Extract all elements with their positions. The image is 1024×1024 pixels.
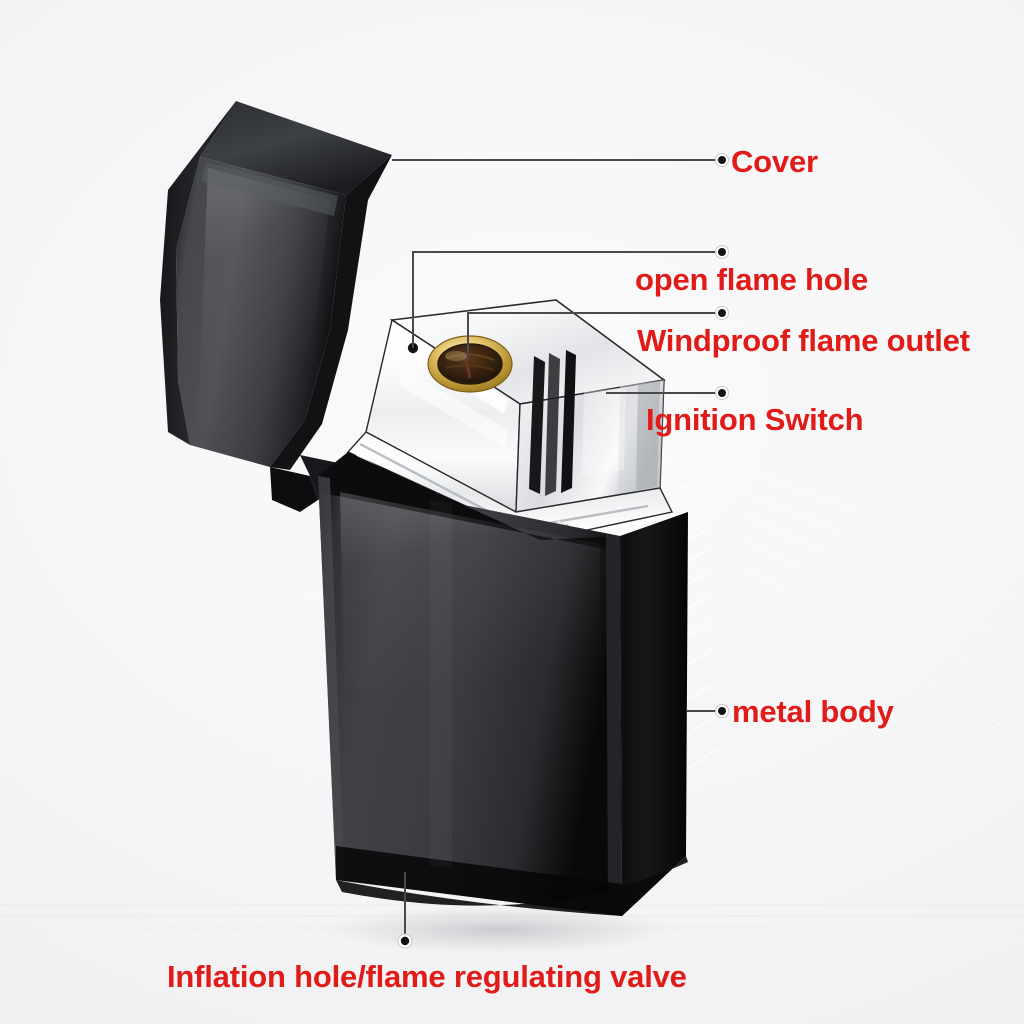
callout-label-open-flame-hole: open flame hole xyxy=(635,262,868,297)
callout-label-inflation-hole: Inflation hole/flame regulating valve xyxy=(167,959,687,994)
callout-label-cover: Cover xyxy=(731,144,818,179)
callout-label-ignition-switch: Ignition Switch xyxy=(646,402,864,437)
callout-label-windproof-flame-outlet: Windproof flame outlet xyxy=(637,323,970,358)
callout-label-metal-body: metal body xyxy=(732,694,894,729)
